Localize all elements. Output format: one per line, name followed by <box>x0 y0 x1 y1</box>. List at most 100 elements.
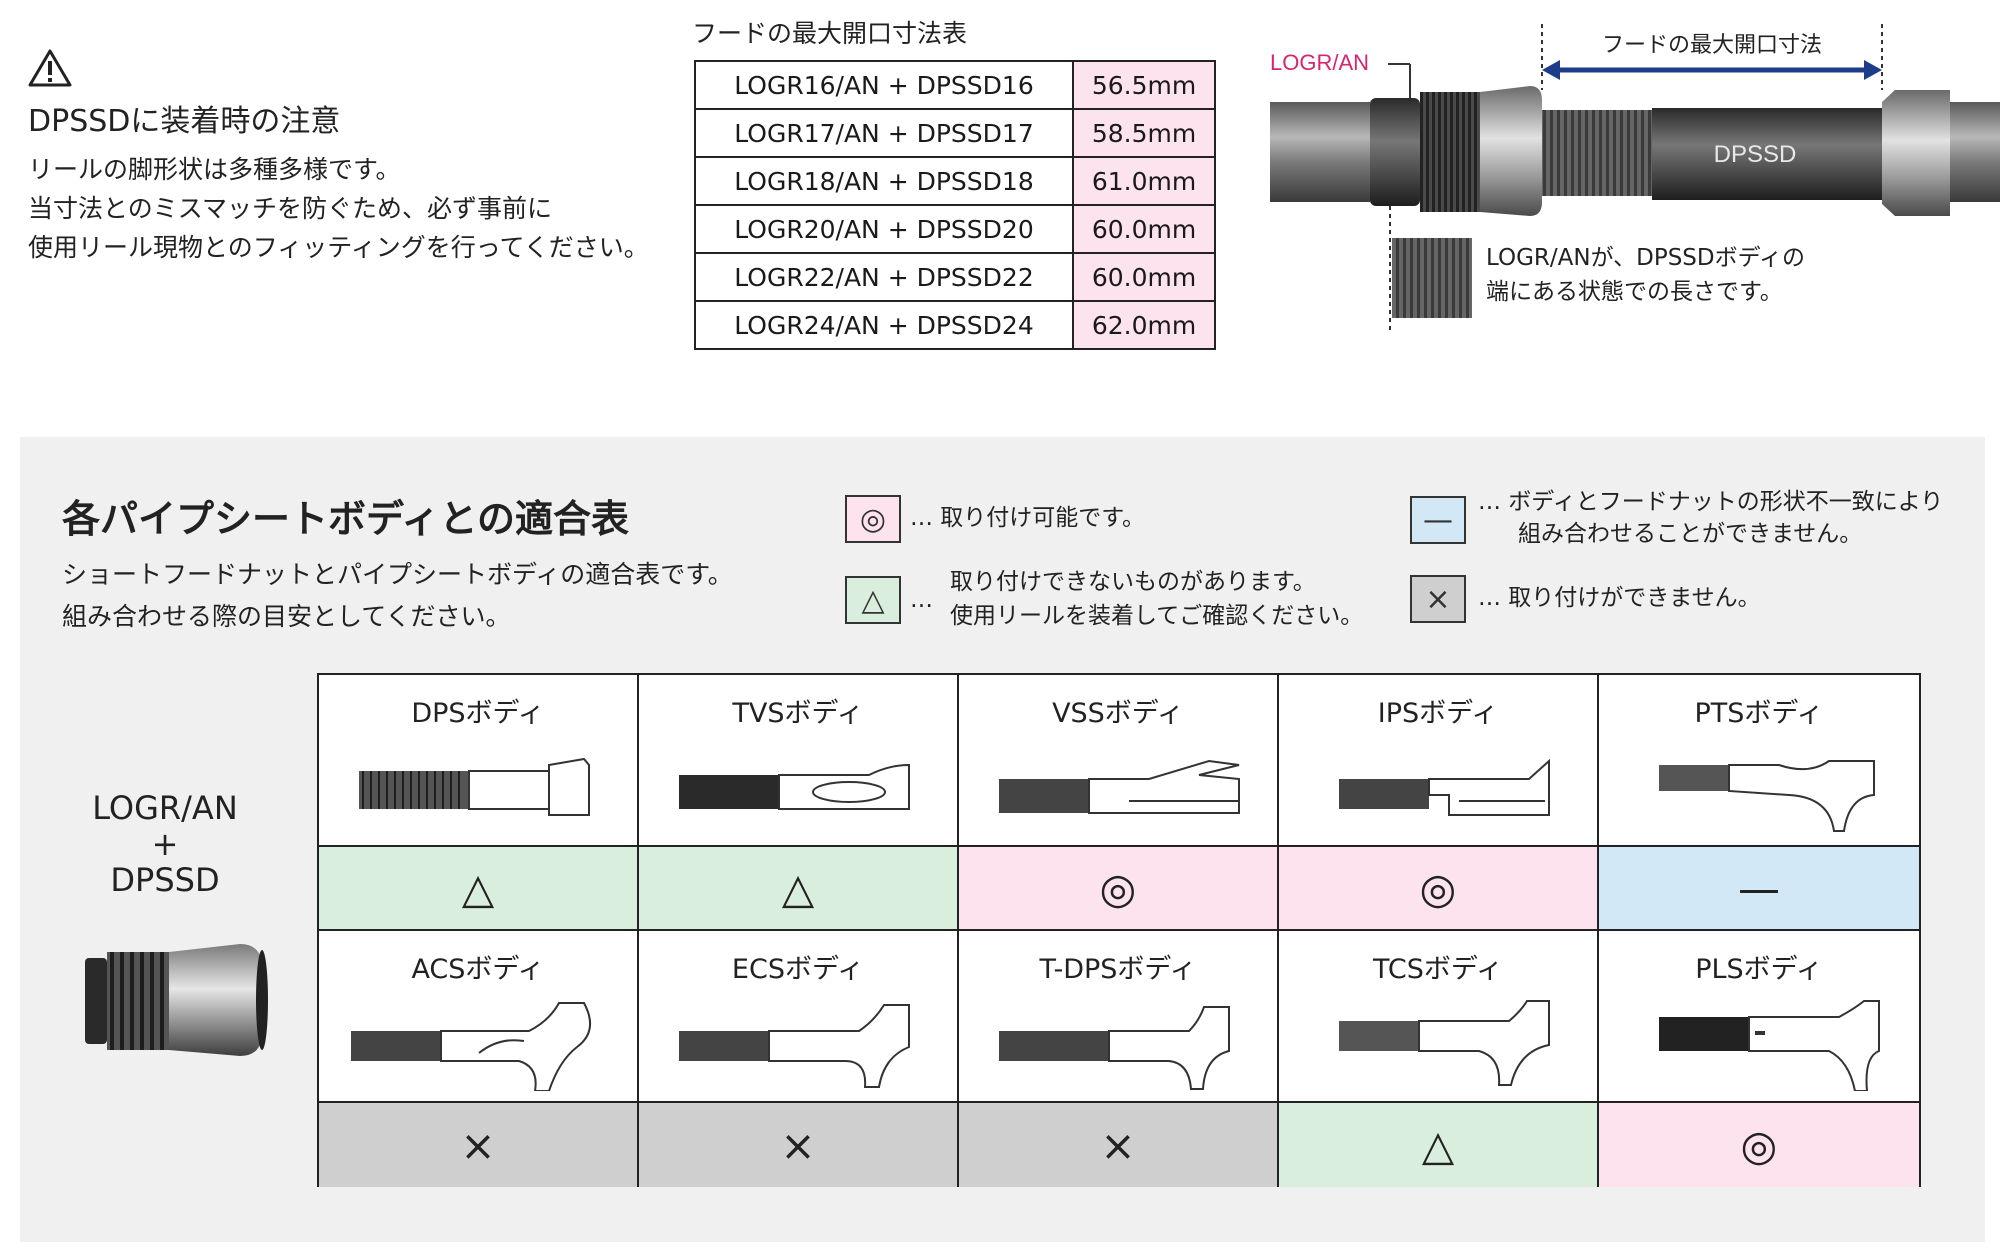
dpssd-body <box>1652 108 1882 200</box>
tcs-body-icon <box>1339 1000 1550 1086</box>
t-dps-body-icon <box>999 1006 1230 1090</box>
compat-mark: × <box>319 1103 639 1187</box>
body-name: VSSボディ <box>1052 698 1184 729</box>
body-name: PLSボディ <box>1695 954 1823 985</box>
legend-text: 使用リールを装着してご確認ください。 <box>950 603 1364 629</box>
compat-mark: ◎ <box>1599 1103 1919 1187</box>
combo-cell: LOGR24/AN + DPSSD24 <box>694 300 1074 350</box>
row-label-line: LOGR/AN <box>92 789 238 827</box>
body-cell-tcs: TCSボディ <box>1279 931 1599 1103</box>
thread-section <box>1542 110 1652 196</box>
rod-tube <box>1950 102 2000 202</box>
warning-icon <box>28 49 72 87</box>
body-name: TVSボディ <box>732 698 864 729</box>
row-label: LOGR/AN + DPSSD <box>60 790 270 898</box>
compat-mark: ◎ <box>959 847 1279 931</box>
body-name: TCSボディ <box>1372 954 1503 985</box>
compat-grid: DPSボディ TVSボディ VSSボディ IPSボディ <box>317 673 1921 1187</box>
combo-cell: LOGR18/AN + DPSSD18 <box>694 156 1074 206</box>
body-name: IPSボディ <box>1377 698 1499 729</box>
compat-mark: △ <box>1279 1103 1599 1187</box>
body-cell-acs: ACSボディ <box>319 931 639 1103</box>
opening-value: 62.0mm <box>1072 300 1216 350</box>
legend-text: … ボディとフードナットの形状不一致により <box>1478 489 1944 515</box>
dimension-table-title: フードの最大開口寸法表 <box>692 19 968 48</box>
acs-body-icon <box>351 1002 592 1091</box>
legend-text: 取り付けできないものがあります。 <box>950 569 1316 595</box>
tvs-body-icon <box>679 763 910 810</box>
body-cell-dps: DPSボディ <box>319 675 639 847</box>
arrowhead-right-icon <box>1864 60 1882 80</box>
compat-mark: — <box>1599 847 1919 931</box>
hood <box>1480 86 1542 216</box>
logr-label: LOGR/AN <box>1270 50 1369 75</box>
body-cell-tdps: T-DPSボディ <box>959 931 1279 1103</box>
hood-nut-icon <box>85 944 268 1056</box>
compat-mark: × <box>959 1103 1279 1187</box>
body-name: ECSボディ <box>731 954 865 985</box>
arrowhead-left-icon <box>1542 60 1560 80</box>
dps-body-icon <box>359 757 590 816</box>
row-label-line: DPSSD <box>110 861 220 899</box>
legend-cross-icon: × <box>1410 575 1466 623</box>
body-cell-ips: IPSボディ <box>1279 675 1599 847</box>
end-cap <box>1882 90 1950 216</box>
diagram-note: LOGR/ANが、DPSSDボディの <box>1486 245 1806 271</box>
caution-line: 当寸法とのミスマッチを防ぐため、必ず事前に <box>28 194 553 223</box>
thread-sample <box>1392 238 1472 318</box>
body-cell-tvs: TVSボディ <box>639 675 959 847</box>
compat-mark: ◎ <box>1279 847 1599 931</box>
body-name: DPSボディ <box>411 698 545 729</box>
legend-prefix: … <box>910 587 933 613</box>
nut-knurl <box>1420 92 1480 212</box>
compat-title: 各パイプシートボディとの適合表 <box>62 497 629 541</box>
opening-value: 58.5mm <box>1072 108 1216 158</box>
combo-cell: LOGR16/AN + DPSSD16 <box>694 60 1074 110</box>
rod-tube <box>1270 102 1370 202</box>
legend-text: … 取り付けができません。 <box>1478 585 1761 611</box>
legend-text: … 取り付け可能です。 <box>910 505 1146 531</box>
legend-text: 組み合わせることができません。 <box>1518 521 1863 547</box>
legend-dash-icon: — <box>1410 496 1466 544</box>
opening-label: フードの最大開口寸法 <box>1602 33 1822 58</box>
compat-desc: 組み合わせる際の目安としてください。 <box>62 602 511 631</box>
opening-value: 61.0mm <box>1072 156 1216 206</box>
row-label-line: + <box>151 825 179 863</box>
caution-line: 使用リール現物とのフィッティングを行ってください。 <box>28 233 649 262</box>
body-name: ACSボディ <box>411 954 545 985</box>
vss-body-icon <box>999 759 1240 814</box>
nut-ring <box>1370 98 1420 206</box>
combo-cell: LOGR22/AN + DPSSD22 <box>694 252 1074 302</box>
opening-value: 56.5mm <box>1072 60 1216 110</box>
rod-diagram: DPSSD フードの最大開口寸法 LOGR/AN <box>1270 24 2000 332</box>
opening-value: 60.0mm <box>1072 204 1216 254</box>
body-name: PTSボディ <box>1694 698 1824 729</box>
diagram-note: 端にある状態での長さです。 <box>1486 279 1783 305</box>
combo-cell: LOGR17/AN + DPSSD17 <box>694 108 1074 158</box>
compat-mark: △ <box>639 847 959 931</box>
legend-triangle-icon: △ <box>845 576 901 624</box>
compat-desc: ショートフードナットとパイプシートボディの適合表です。 <box>62 560 733 589</box>
compat-mark: × <box>639 1103 959 1187</box>
pls-body-icon <box>1659 1000 1880 1091</box>
ips-body-icon <box>1339 758 1550 816</box>
ecs-body-icon <box>679 1004 910 1088</box>
body-cell-pts: PTSボディ <box>1599 675 1919 847</box>
caution-line: リールの脚形状は多種多様です。 <box>28 155 401 184</box>
body-cell-ecs: ECSボディ <box>639 931 959 1103</box>
dpssd-body-label: DPSSD <box>1714 141 1797 168</box>
combo-cell: LOGR20/AN + DPSSD20 <box>694 204 1074 254</box>
opening-value: 60.0mm <box>1072 252 1216 302</box>
caution-title: DPSSDに装着時の注意 <box>28 104 341 139</box>
body-cell-vss: VSSボディ <box>959 675 1279 847</box>
body-name: T-DPSボディ <box>1039 954 1197 985</box>
compat-mark: △ <box>319 847 639 931</box>
body-cell-pls: PLSボディ <box>1599 931 1919 1103</box>
